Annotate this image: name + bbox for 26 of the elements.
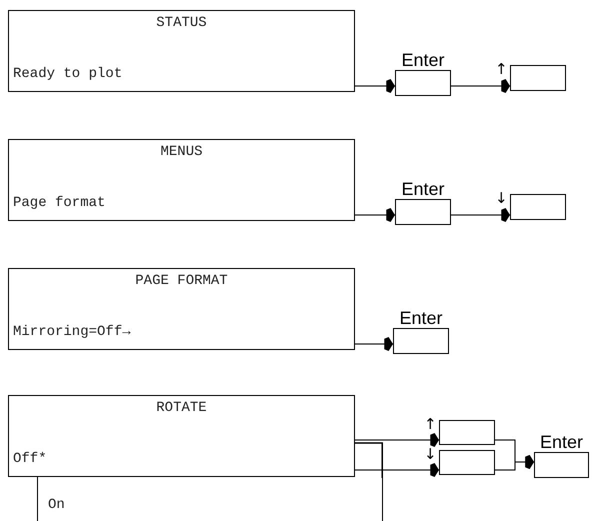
option-text: On xyxy=(48,497,65,514)
display-panel xyxy=(8,10,355,92)
display-title: PAGE FORMAT xyxy=(135,273,228,290)
key xyxy=(439,450,495,475)
display-panel xyxy=(8,268,355,350)
key-arrow-label: ↓ xyxy=(495,191,508,206)
option-list xyxy=(37,477,383,521)
key-label: Enter xyxy=(401,179,445,199)
display-value: Mirroring=Off→ xyxy=(13,324,131,341)
key xyxy=(510,194,566,220)
key-arrow-label: ↑ xyxy=(424,417,437,432)
key-label: Enter xyxy=(540,432,584,452)
display-value: Page format xyxy=(13,194,106,212)
display-panel xyxy=(8,395,355,477)
key-arrow-label: ↑ xyxy=(495,62,508,77)
display-title: STATUS xyxy=(156,15,207,32)
display-value: Off* xyxy=(13,450,47,468)
display-title: MENUS xyxy=(160,144,202,162)
key-label: Enter xyxy=(399,308,443,328)
display-title: ROTATE xyxy=(156,400,207,418)
display-panel xyxy=(8,139,355,221)
key-label: Enter xyxy=(401,50,445,70)
display-value: Ready to plot xyxy=(13,66,122,83)
key xyxy=(439,420,495,445)
key-arrow-label: ↓ xyxy=(424,447,437,462)
key xyxy=(510,65,566,91)
